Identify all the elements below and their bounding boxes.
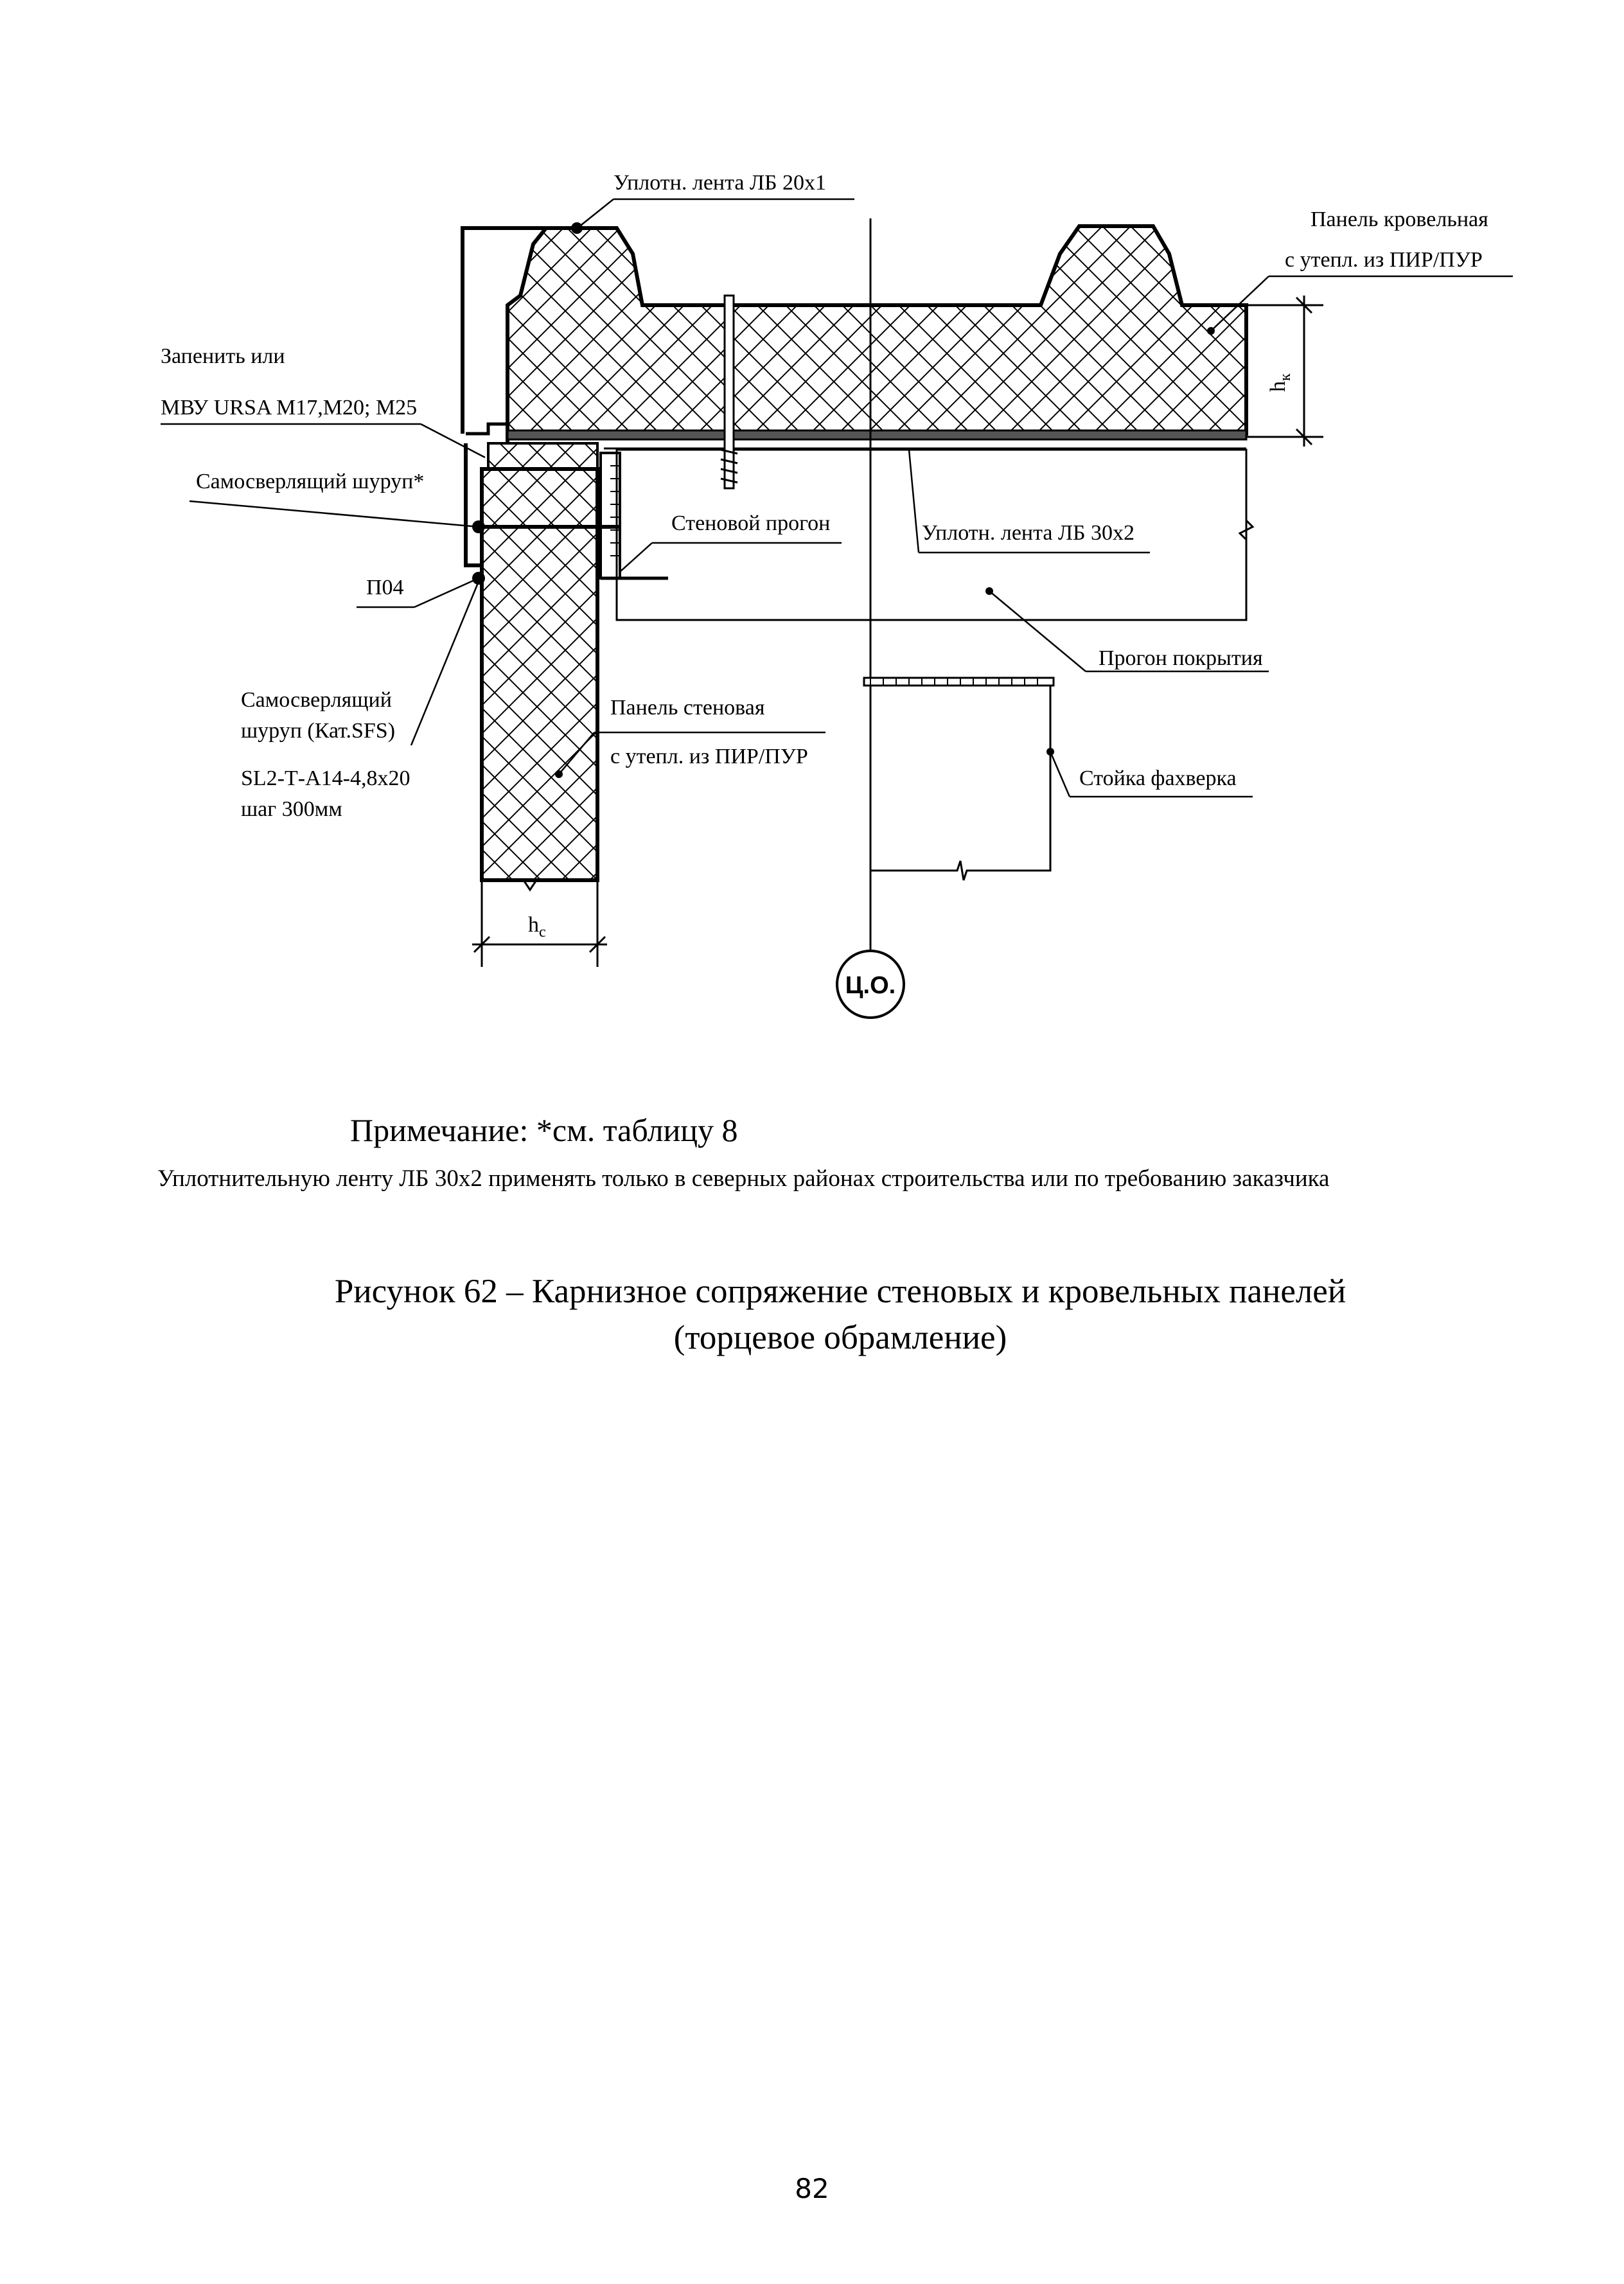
figure-caption-line2: (торцевое обрамление): [673, 1319, 1007, 1356]
dim-hc-label: hс: [528, 913, 546, 941]
dimension-hc: [472, 880, 607, 967]
label-screw-2-3: SL2-Т-А14-4,8х20: [241, 766, 410, 790]
label-screw-2-1: Самосверлящий: [241, 688, 392, 712]
roof-purlin: [615, 448, 1248, 621]
label-seal-tape-bottom: Уплотн. лента ЛБ 30х2: [922, 521, 1134, 545]
label-wall-panel-2: с утепл. из ПИР/ПУР: [610, 745, 808, 768]
page-number: 82: [795, 2173, 829, 2204]
label-fill-2: МВУ URSA М17,М20; М25: [161, 396, 417, 420]
roof-panel: [506, 224, 1248, 443]
wind-column: [869, 686, 1052, 881]
figure-caption-line1: Рисунок 62 – Карнизное сопряжение стенов…: [334, 1273, 1346, 1310]
eaves-junction-drawing: Ц.О. hк hс: [161, 171, 1513, 1019]
label-wall-panel-1: Панель стеновая: [610, 696, 765, 720]
label-fill-1: Запенить или: [161, 344, 285, 368]
note-heading: Примечание: *см. таблицу 8: [350, 1112, 738, 1148]
eaves-flashing: [461, 226, 617, 434]
label-roof-purlin: Прогон покрытия: [1099, 646, 1263, 670]
label-screw-1: Самосверлящий шуруп*: [196, 470, 424, 493]
dimension-hk: [1246, 296, 1323, 447]
flashing-p04: [464, 443, 482, 567]
label-screw-2-4: шаг 300мм: [241, 797, 342, 821]
wind-column-cap: [863, 677, 1055, 687]
foam-fill: [487, 442, 599, 470]
label-wall-girt: Стеновой прогон: [671, 511, 830, 535]
label-roof-panel-2: с утепл. из ПИР/ПУР: [1285, 248, 1483, 272]
label-column: Стойка фахверка: [1079, 766, 1237, 790]
roof-screw: [723, 294, 735, 490]
note-text: Уплотнительную ленту ЛБ 30х2 применять т…: [157, 1165, 1330, 1192]
label-p04: П04: [366, 576, 404, 599]
dim-hk-label: hк: [1266, 373, 1294, 392]
wall-panel: [480, 467, 599, 882]
label-seal-tape-top: Уплотн. лента ЛБ 20х1: [613, 171, 826, 195]
label-screw-2-2: шуруп (Кат.SFS): [241, 719, 395, 743]
roof-panel-liner: [506, 429, 1248, 441]
axis-label: Ц.О.: [845, 972, 896, 999]
label-roof-panel-1: Панель кровельная: [1311, 208, 1488, 231]
